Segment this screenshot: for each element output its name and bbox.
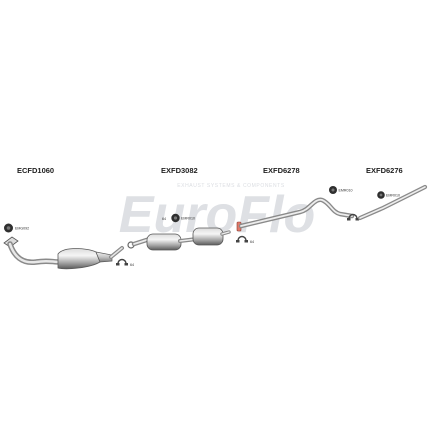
front-rubber-code: EMG092 xyxy=(15,227,29,231)
tailpipe-section xyxy=(357,184,428,221)
mid-rubber-code: EMR010 xyxy=(181,217,195,221)
clamp-icon xyxy=(348,213,358,220)
tailpipe-rubber-mount: EMR010 xyxy=(377,191,400,199)
rear-pipe-section xyxy=(236,197,355,232)
clamp-label: 64 xyxy=(130,263,134,267)
mid-rubber-mount: EMR010 64 xyxy=(162,213,195,223)
clamp-label: 64 xyxy=(162,217,166,221)
rear-silencer xyxy=(192,227,224,246)
rear-pipe-clamp: 64 xyxy=(236,235,254,244)
front-rubber-mount: EMG092 xyxy=(4,223,29,233)
section-code-tailpipe: EXFD6276 xyxy=(366,166,403,175)
rear-rubber-code: EMR010 xyxy=(339,189,353,193)
front-catalyst xyxy=(57,248,101,270)
mid-silencer-section xyxy=(127,227,231,251)
rear-rubber-mount: EMR010 xyxy=(329,186,352,194)
section-code-mid: EXFD3082 xyxy=(161,166,198,175)
middle-silencer xyxy=(146,233,182,251)
watermark-tagline: EXHAUST SYSTEMS & COMPONENTS xyxy=(177,183,285,189)
section-code-rear-pipe: EXFD6278 xyxy=(263,166,300,175)
mid-clamp: 64 xyxy=(116,258,134,267)
front-downpipe-catalyst xyxy=(3,236,124,270)
clamp-icon xyxy=(237,235,247,242)
clamp-label: 64 xyxy=(250,240,254,244)
clamp-icon xyxy=(117,258,127,265)
section-code-front: ECFD1060 xyxy=(17,166,55,175)
tailpipe-rubber-code: EMR010 xyxy=(386,194,400,198)
front-downpipe xyxy=(7,241,63,266)
